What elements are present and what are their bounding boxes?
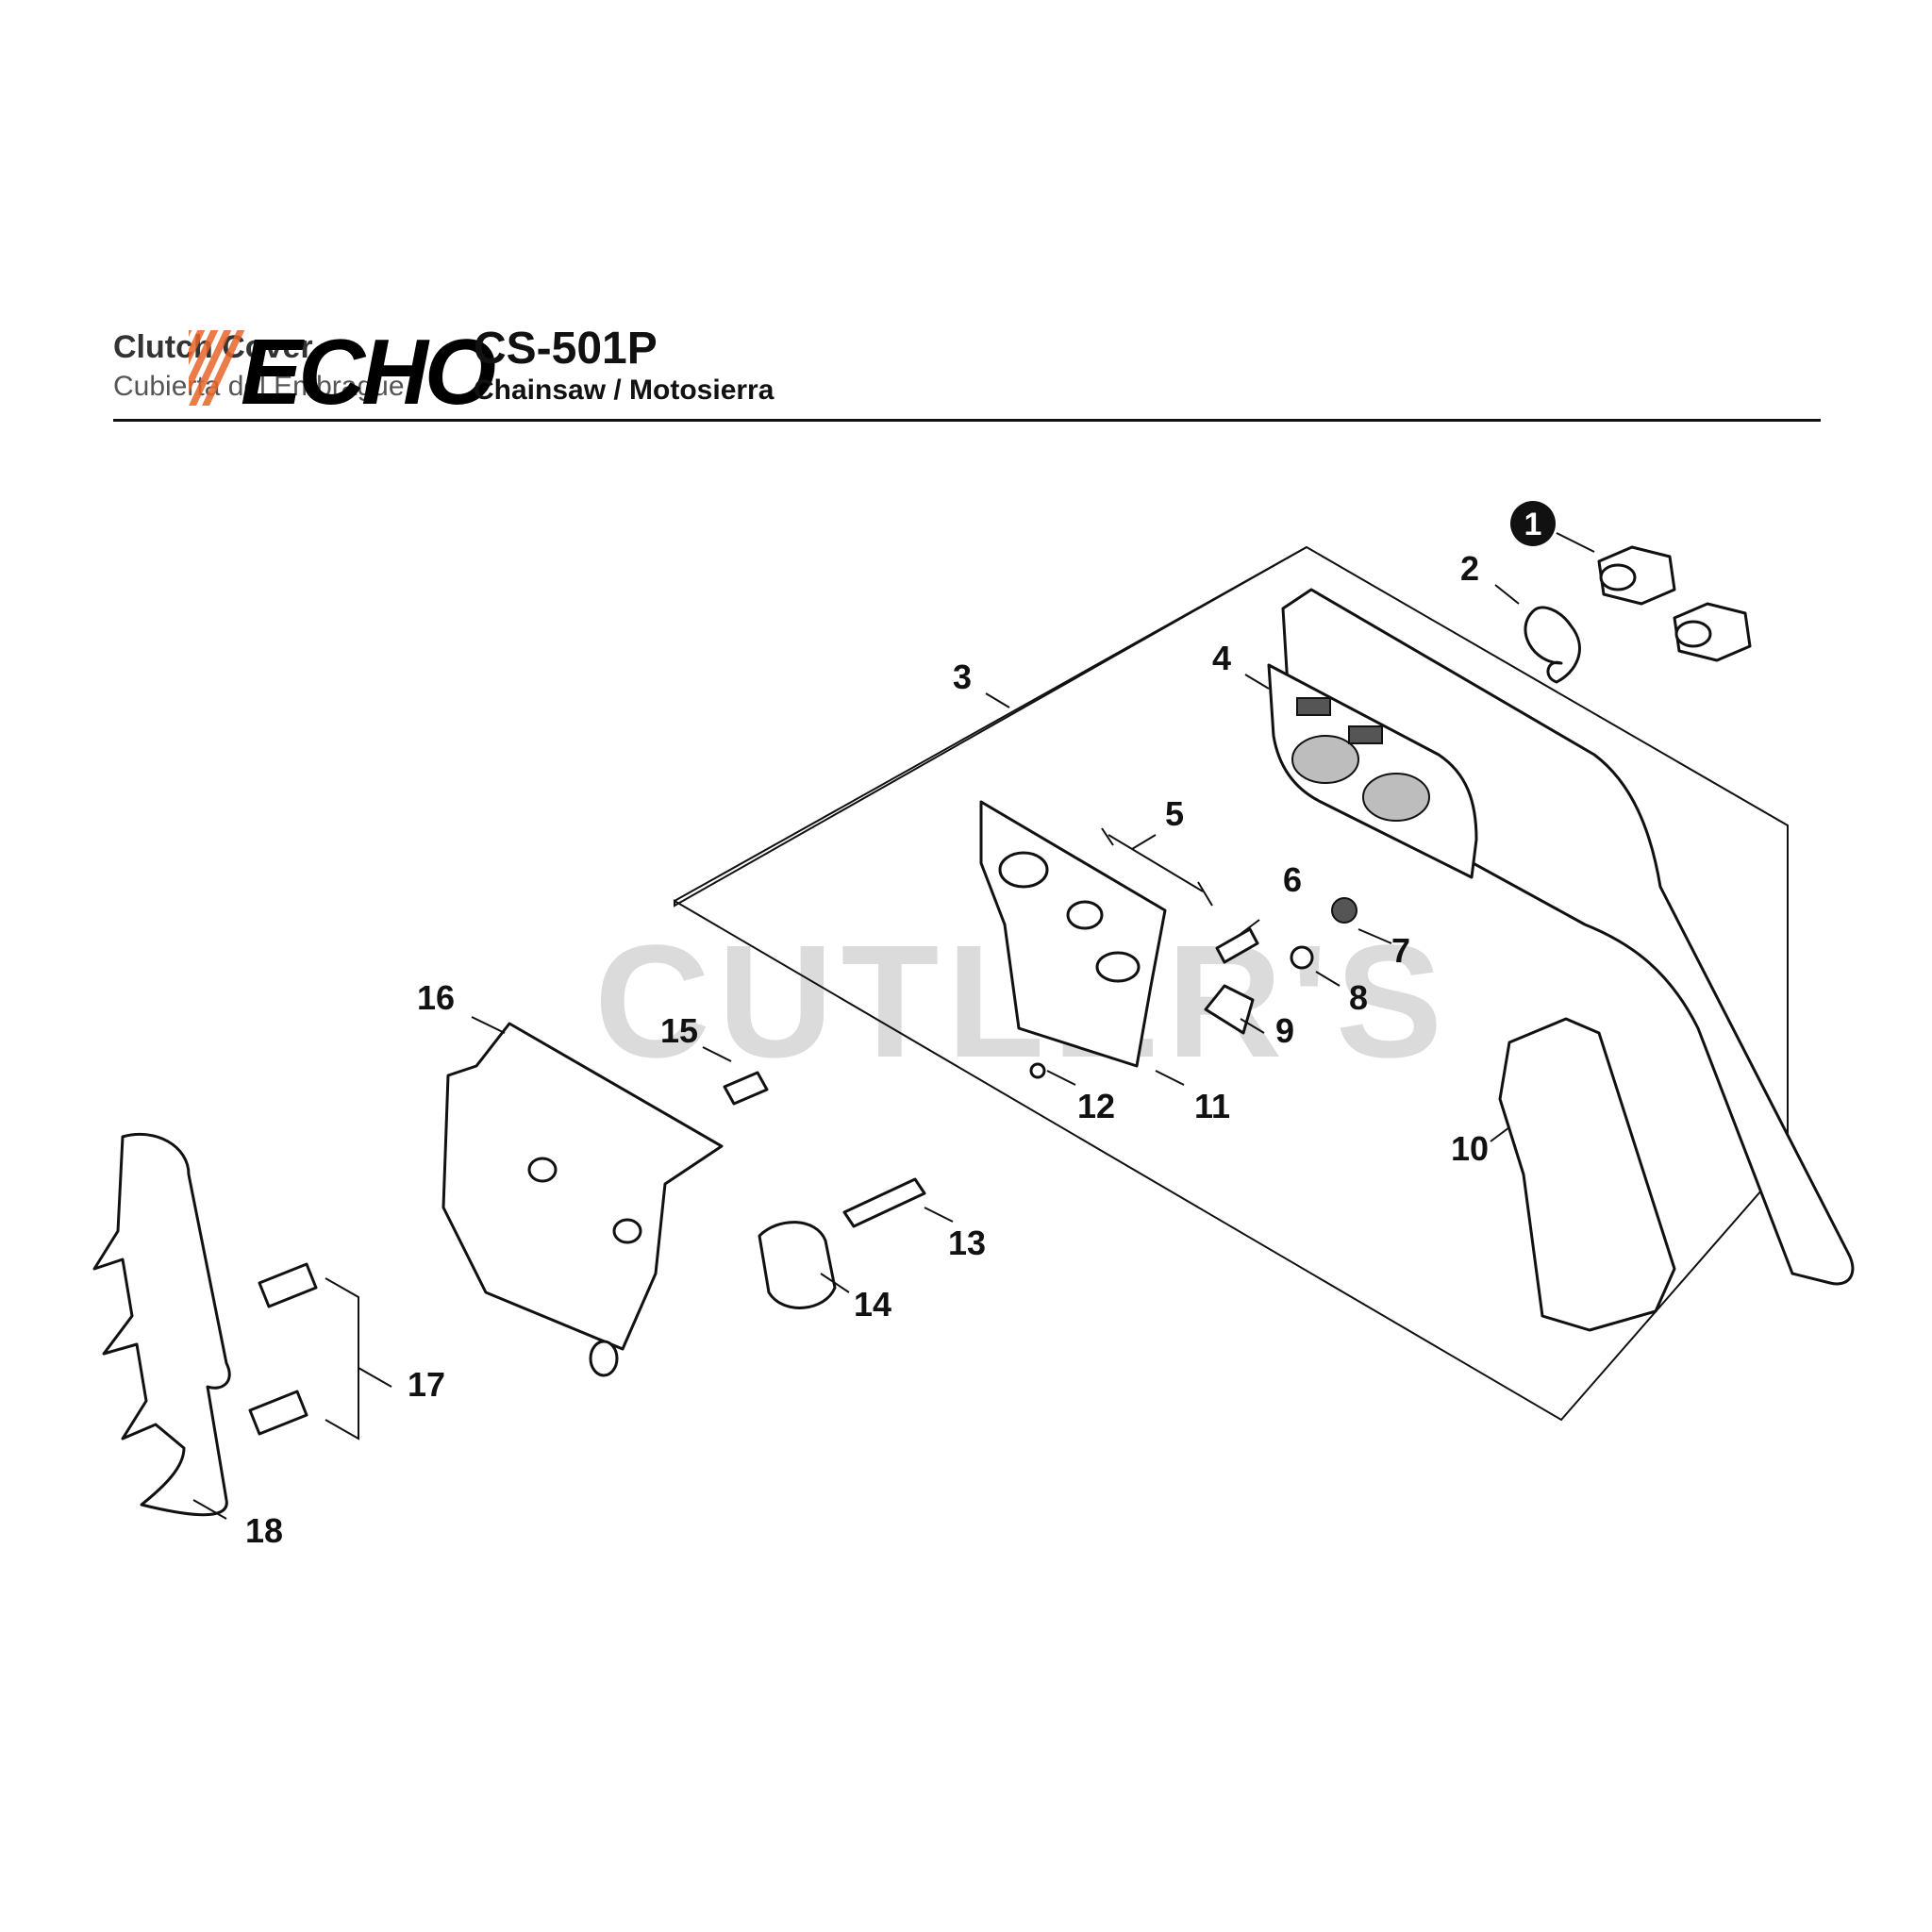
callout-10: 10 bbox=[1451, 1129, 1489, 1168]
model-number: CS-501P bbox=[474, 324, 658, 374]
header-divider bbox=[113, 419, 1821, 422]
nut-part bbox=[1331, 897, 1357, 924]
callout-8: 8 bbox=[1349, 978, 1368, 1017]
callout-3: 3 bbox=[953, 658, 972, 696]
callout-7: 7 bbox=[1391, 931, 1410, 970]
product-name: Chainsaw / Motosierra bbox=[474, 375, 774, 406]
diagram-header: Clutch Cover Cubierta del Embrague ECHO … bbox=[113, 321, 1821, 425]
callout-18: 18 bbox=[245, 1511, 283, 1550]
adjuster-part bbox=[1215, 927, 1259, 964]
section-subtitle: Cubierta del Embrague bbox=[113, 371, 405, 402]
callout-2: 2 bbox=[1460, 549, 1479, 588]
callout-13: 13 bbox=[948, 1224, 986, 1262]
screw-15-part bbox=[723, 1071, 769, 1106]
callout-17: 17 bbox=[408, 1365, 445, 1404]
washer-part bbox=[1290, 945, 1314, 970]
screw-17b-part bbox=[248, 1390, 308, 1436]
leader-lines bbox=[192, 532, 1595, 1520]
callout-14: 14 bbox=[854, 1285, 891, 1324]
callout-12: 12 bbox=[1077, 1087, 1115, 1125]
svg-text:1: 1 bbox=[1524, 507, 1542, 542]
callout-11: 11 bbox=[1194, 1087, 1230, 1125]
retaining-clip-part bbox=[1524, 606, 1581, 684]
callout-6: 6 bbox=[1283, 860, 1302, 899]
spacer-part bbox=[758, 1221, 837, 1309]
pin-part bbox=[1101, 827, 1213, 907]
bumper-spike-part bbox=[92, 1132, 231, 1517]
callout-1: 1 bbox=[1510, 501, 1556, 546]
callout-5: 5 bbox=[1165, 794, 1184, 833]
callout-9: 9 bbox=[1275, 1011, 1294, 1050]
flange-nut-part bbox=[1597, 545, 1752, 662]
callout-16: 16 bbox=[417, 978, 455, 1017]
outer-plate-part bbox=[441, 1022, 724, 1351]
callout-15: 15 bbox=[660, 1011, 698, 1050]
clutch-cover-part bbox=[1267, 588, 1855, 1286]
plate-part bbox=[1498, 1017, 1676, 1332]
callout-4: 4 bbox=[1212, 639, 1231, 677]
assembly-outline bbox=[674, 545, 1789, 1422]
screw-17a-part bbox=[258, 1262, 318, 1308]
logo-wordmark: ECHO bbox=[241, 321, 495, 415]
bolt-part bbox=[842, 1177, 926, 1228]
echo-logo: ECHO bbox=[189, 321, 499, 415]
bracket-part bbox=[1204, 984, 1255, 1035]
screw-part bbox=[1029, 1062, 1046, 1079]
